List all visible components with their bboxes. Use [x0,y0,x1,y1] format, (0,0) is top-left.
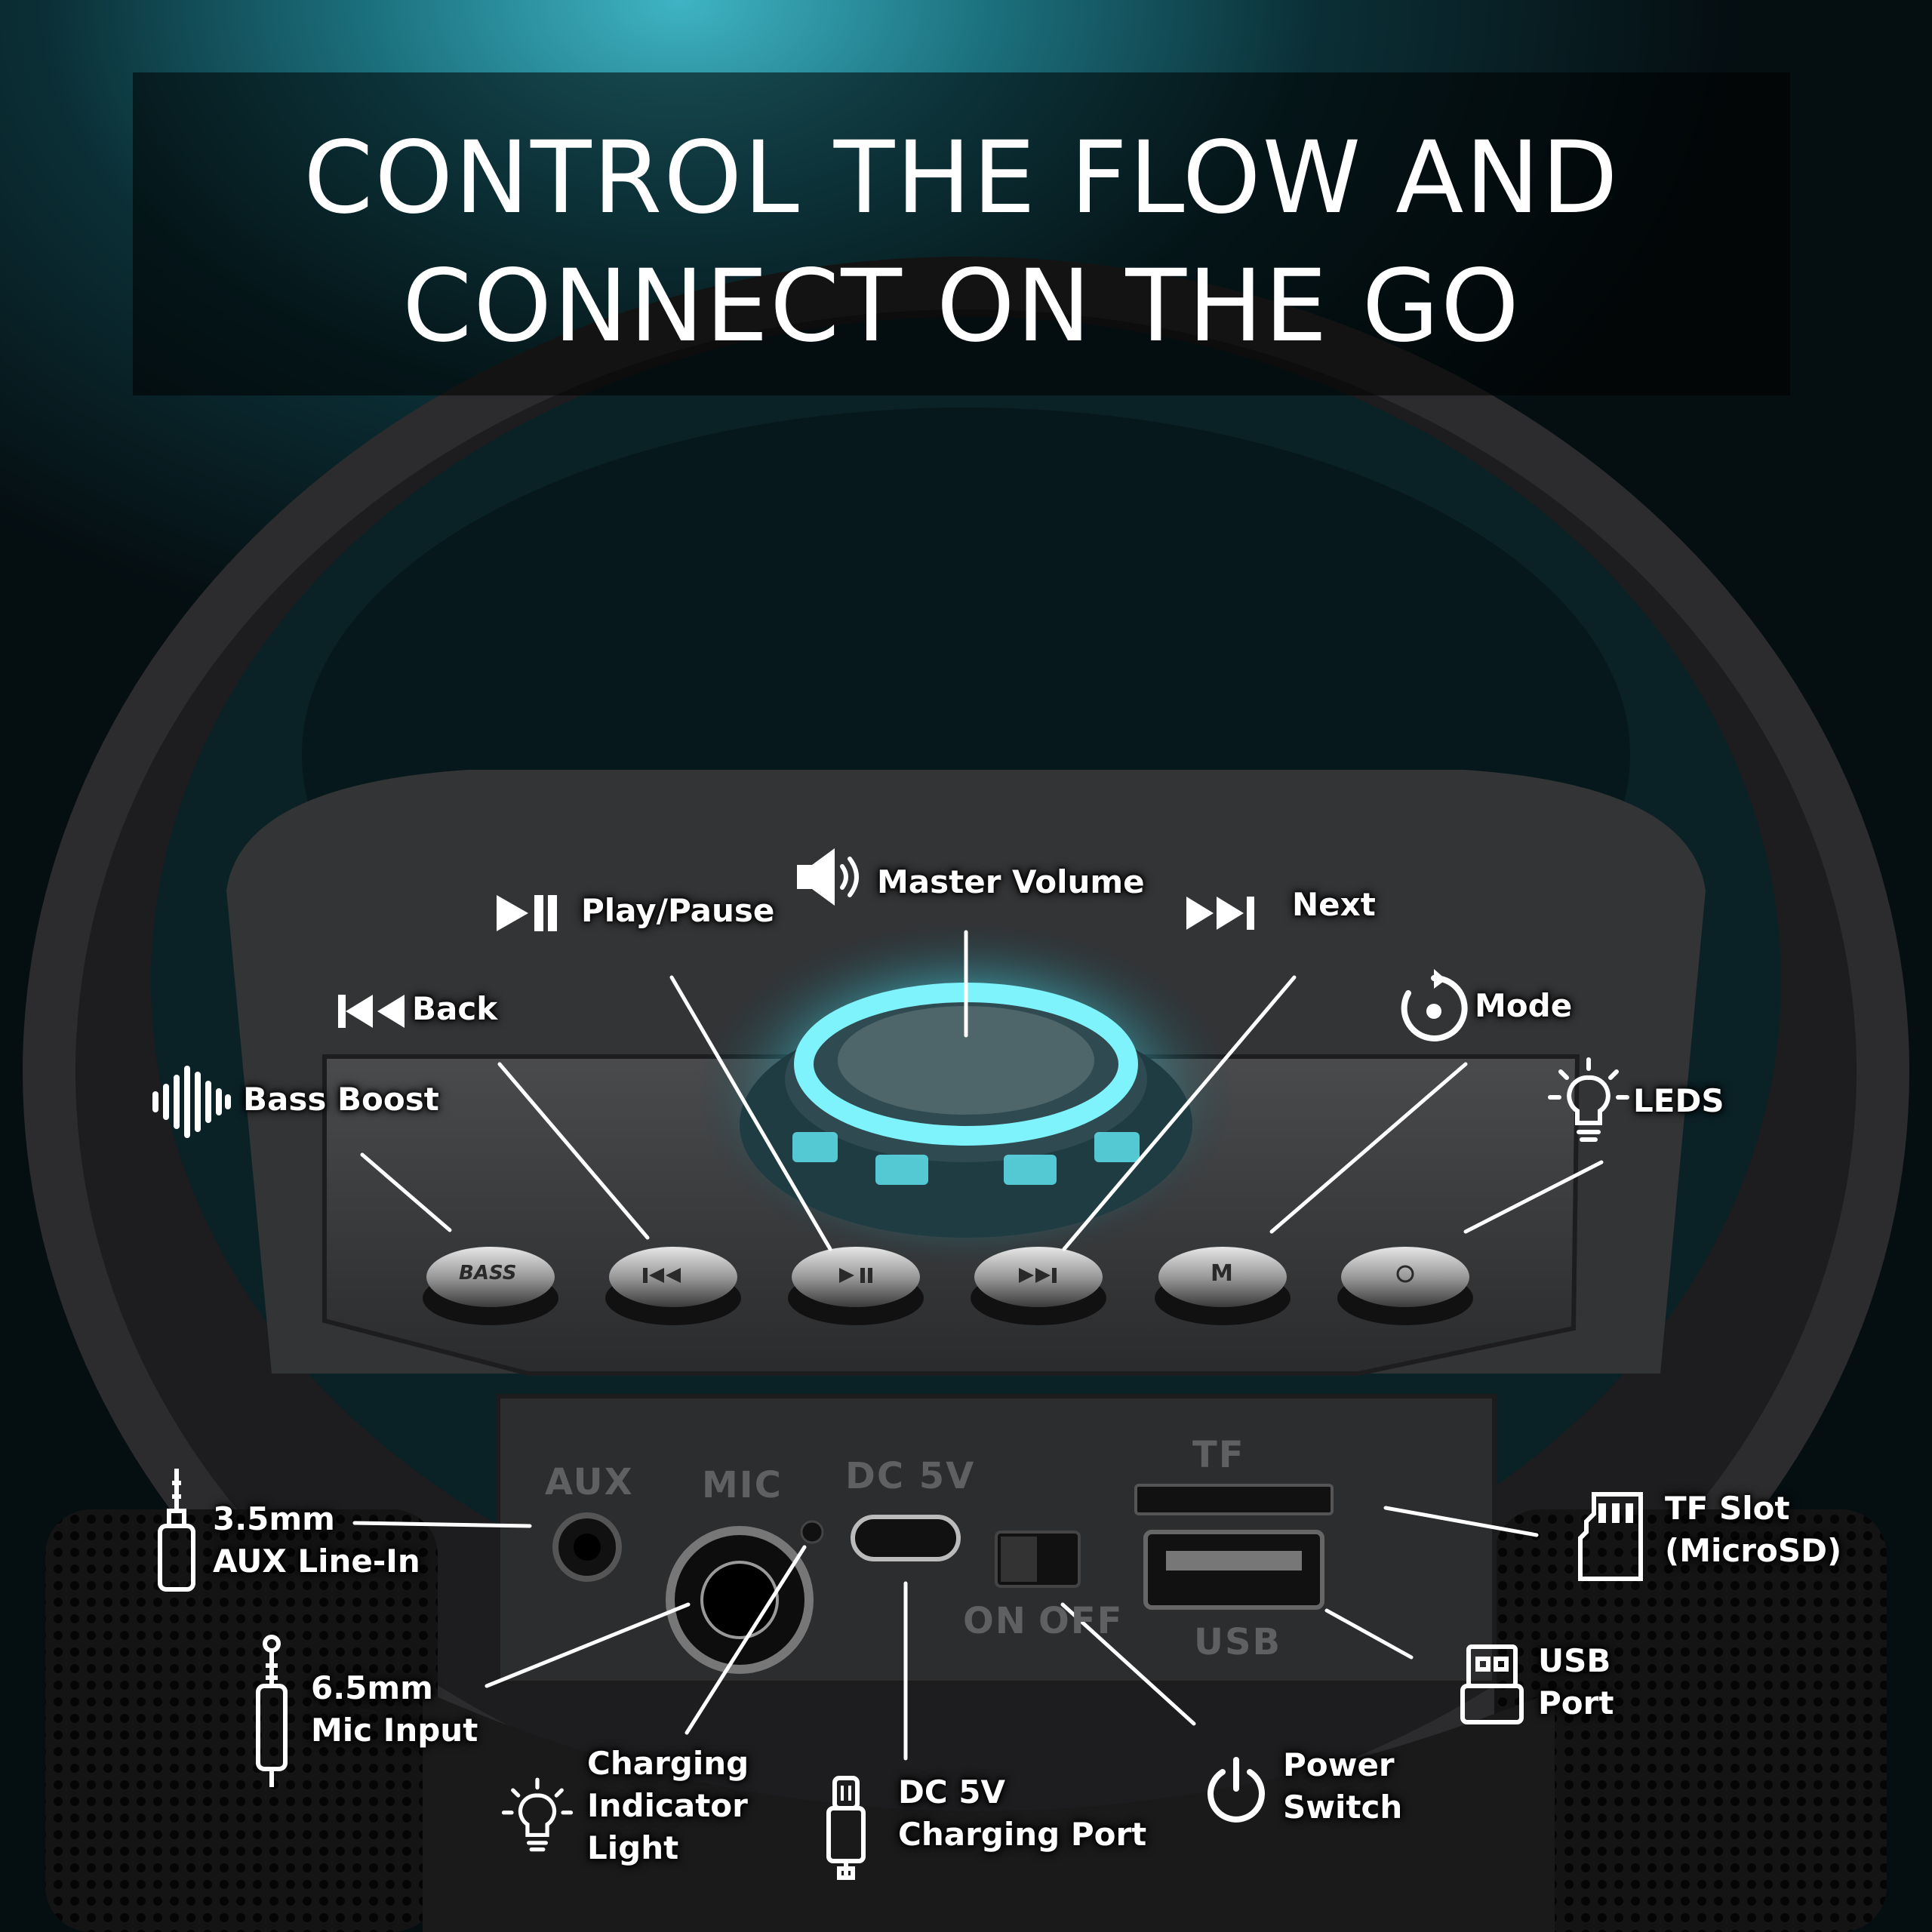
dc-label-line-1: DC 5V [898,1774,1006,1810]
mode-label: Mode [1475,987,1573,1024]
back-button-shape [605,1247,741,1325]
power-icon [1208,1757,1265,1823]
mic-print: MIC [702,1464,783,1506]
usb-c-plug-icon [826,1776,866,1880]
charging-light-label-line-3: Light [587,1829,679,1866]
bass-button-shape [423,1247,558,1325]
aux-print: AUX [545,1461,634,1503]
headline-line-1: CONTROL THE FLOW AND [303,120,1620,236]
master-volume-label: Master Volume [877,863,1145,900]
tf-label-line-1: TF Slot [1665,1490,1790,1527]
bass-boost-label: Bass Boost [243,1081,439,1118]
speaker-volume-icon [797,848,859,906]
headline-line-2: CONNECT ON THE GO [402,248,1521,365]
usb-print: USB [1194,1621,1282,1663]
mode-button-shape [1155,1247,1291,1325]
tf-print: TF [1192,1434,1245,1476]
charging-light-bulb-icon [501,1777,574,1852]
next-label: Next [1292,886,1376,923]
mode-button-print: M [1211,1260,1233,1287]
play-button-shape [788,1247,924,1325]
microsd-card-icon [1578,1492,1643,1581]
usb-label-line-1: USB [1538,1642,1611,1679]
left-speaker-grill [45,1509,438,1932]
on-print: ON [963,1600,1027,1642]
charging-led [800,1520,824,1544]
right-speaker-grill [1494,1509,1887,1932]
dc-print: DC 5V [845,1455,976,1497]
headline-banner [133,72,1790,395]
back-label: Back [412,990,498,1027]
tf-label-line-2: (MicroSD) [1665,1532,1842,1569]
sound-wave-icon [152,1066,231,1138]
mic-label-line-2: Mic Input [311,1712,478,1749]
dc-label-line-2: Charging Port [898,1816,1147,1853]
led-button-shape [1337,1247,1473,1325]
aux-label-line-2: AUX Line-In [213,1543,420,1580]
charging-light-label-line-2: Indicator [587,1787,748,1824]
mic-plug-icon [256,1635,288,1787]
usb-drive-icon [1460,1644,1524,1724]
power-label-line-2: Switch [1283,1789,1403,1826]
tf-slot [1134,1484,1334,1515]
charging-light-label-line-1: Charging [587,1745,749,1782]
mode-icon [1401,969,1468,1041]
next-icon [1186,897,1254,930]
next-button-shape [971,1247,1106,1325]
volume-knob-cap [838,1006,1094,1115]
leds-label: LEDS [1633,1082,1724,1119]
power-slider [1001,1537,1037,1582]
play-pause-label: Play/Pause [581,892,775,929]
bulb-icon [1548,1057,1629,1142]
power-label-line-1: Power [1283,1746,1395,1783]
aux-plug-icon [158,1469,195,1592]
usb-label-line-2: Port [1538,1684,1614,1721]
bass-button-print: BASS [459,1262,517,1284]
play-pause-icon [497,895,557,931]
usb-c-port [851,1515,961,1561]
back-icon [338,995,405,1028]
mic-label-line-1: 6.5mm [311,1669,433,1706]
aux-label-line-1: 3.5mm [213,1500,335,1537]
off-print: OFF [1038,1600,1124,1642]
